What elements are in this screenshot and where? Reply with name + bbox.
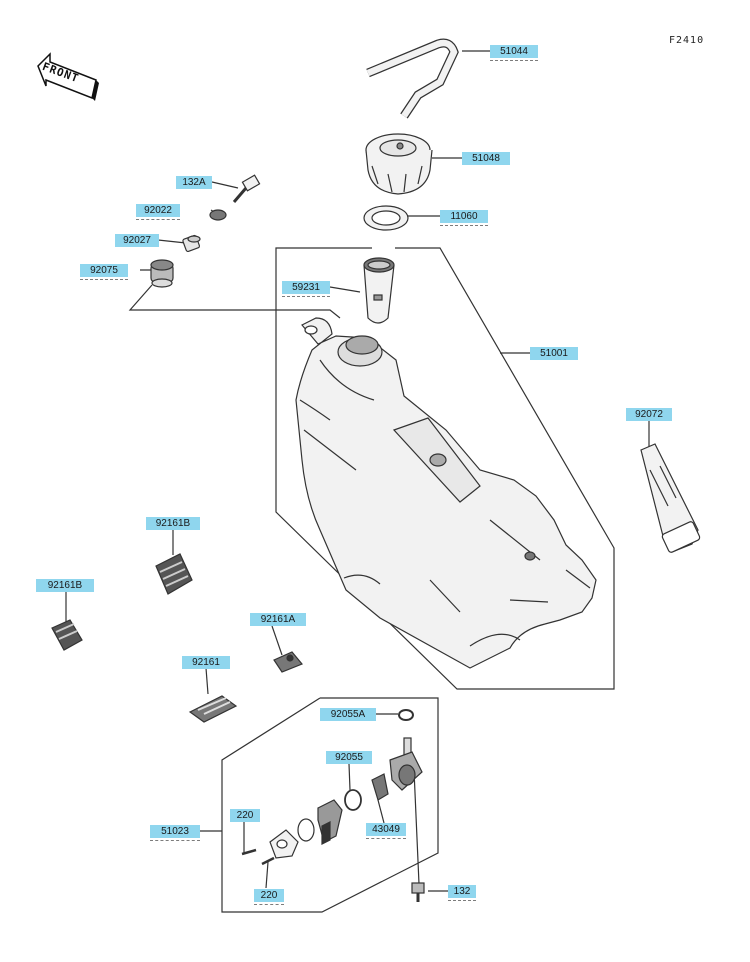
fuel-cock-seal <box>297 818 315 842</box>
fuel-cock <box>371 737 423 801</box>
o-ring-92055a <box>398 709 414 721</box>
callout-92161[interactable]: 92161 <box>182 656 230 669</box>
callout-underline <box>282 296 330 297</box>
callout-132[interactable]: 132 <box>448 885 476 898</box>
cushion-92161b-lower <box>51 619 83 651</box>
callout-92055[interactable]: 92055 <box>326 751 372 764</box>
screw-220-lower <box>261 856 275 866</box>
tank-assembly-bracket <box>275 247 615 690</box>
figure-code: F2410 <box>669 35 705 46</box>
callout-92027[interactable]: 92027 <box>115 234 159 247</box>
collar-92027 <box>182 234 201 253</box>
fuel-cock-plate <box>269 829 299 859</box>
callout-11060[interactable]: 11060 <box>440 210 488 223</box>
callout-51044[interactable]: 51044 <box>490 45 538 58</box>
callout-92072[interactable]: 92072 <box>626 408 672 421</box>
bolt-132a <box>232 174 261 203</box>
fuel-cock-bracket <box>221 697 439 913</box>
fuel-tank <box>295 317 597 669</box>
cushion-92161b-upper <box>155 553 193 595</box>
callout-132a[interactable]: 132A <box>176 176 212 189</box>
fuel-cock-lever <box>317 799 343 845</box>
callout-51048[interactable]: 51048 <box>462 152 510 165</box>
callout-92161b-lower[interactable]: 92161B <box>36 579 94 592</box>
callout-underline <box>490 60 538 61</box>
callout-underline <box>254 904 284 905</box>
bolt-132 <box>411 882 425 902</box>
callout-underline <box>440 225 488 226</box>
callout-92055a[interactable]: 92055A <box>320 708 376 721</box>
callout-92161a[interactable]: 92161A <box>250 613 306 626</box>
callout-92161b-upper[interactable]: 92161B <box>146 517 200 530</box>
cap-gasket <box>363 205 409 231</box>
washer-92022 <box>209 209 227 221</box>
front-arrow-icon <box>37 52 99 101</box>
callout-220-upper[interactable]: 220 <box>230 809 260 822</box>
callout-51023[interactable]: 51023 <box>150 825 200 838</box>
callout-underline <box>80 279 128 280</box>
callout-underline <box>448 900 476 901</box>
callout-underline <box>136 219 180 220</box>
o-ring-92055 <box>344 789 362 811</box>
callout-92022[interactable]: 92022 <box>136 204 180 217</box>
callout-43049[interactable]: 43049 <box>366 823 406 836</box>
pad-92161 <box>188 695 238 723</box>
callout-51001[interactable]: 51001 <box>530 347 578 360</box>
damper-92161a <box>273 651 303 673</box>
callout-underline <box>150 840 200 841</box>
cap-group-bracket <box>128 284 341 319</box>
fuel-cap <box>365 133 433 195</box>
callout-92075[interactable]: 92075 <box>80 264 128 277</box>
fuel-filter <box>363 257 395 324</box>
callout-220-lower[interactable]: 220 <box>254 889 284 902</box>
screw-220-upper <box>241 848 257 856</box>
grommet-92075 <box>150 259 174 288</box>
callout-59231[interactable]: 59231 <box>282 281 330 294</box>
callout-underline <box>366 838 406 839</box>
tank-strap <box>640 443 701 553</box>
